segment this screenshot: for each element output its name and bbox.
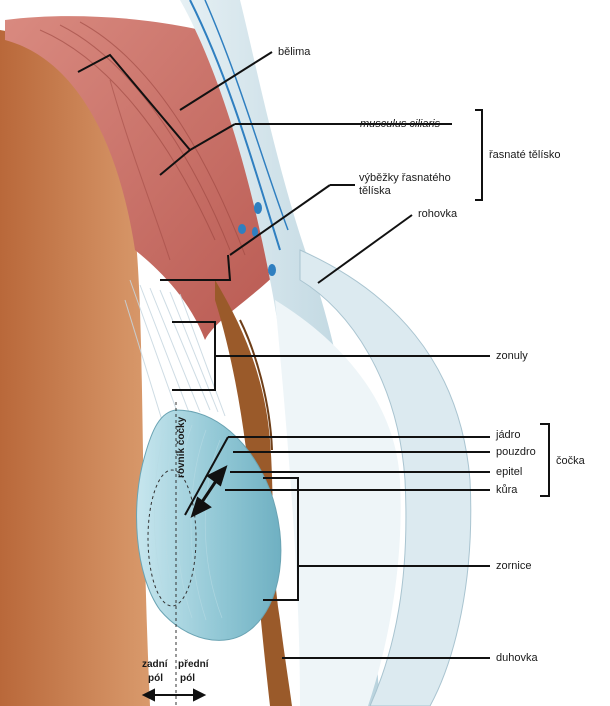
label-zornice: zornice <box>496 560 531 573</box>
label-pouzdro: pouzdro <box>496 446 536 459</box>
label-epitel: epitel <box>496 466 522 479</box>
label-duhovka: duhovka <box>496 652 538 665</box>
label-musculus-ciliaris: musculus ciliaris <box>360 118 440 131</box>
label-zadni: zadní <box>142 658 168 671</box>
pole-arrow <box>144 690 204 700</box>
label-zonuly: zonuly <box>496 350 528 363</box>
label-vybezky-line1: výběžky řasnatého <box>359 172 451 185</box>
label-predni-pol: pól <box>180 672 195 685</box>
label-rasnate-telisko: řasnaté tělísko <box>489 149 561 162</box>
label-rohovka: rohovka <box>418 208 457 221</box>
label-rovnik-cocky: rovník čočky <box>176 417 187 478</box>
label-vybezky-line2: tělíska <box>359 185 391 198</box>
label-predni: přední <box>178 658 209 671</box>
label-jadro: jádro <box>496 429 520 442</box>
label-cocka: čočka <box>556 455 585 468</box>
label-kura: kůra <box>496 484 517 497</box>
label-zadni-pol: pól <box>148 672 163 685</box>
label-belima: bělima <box>278 46 310 59</box>
